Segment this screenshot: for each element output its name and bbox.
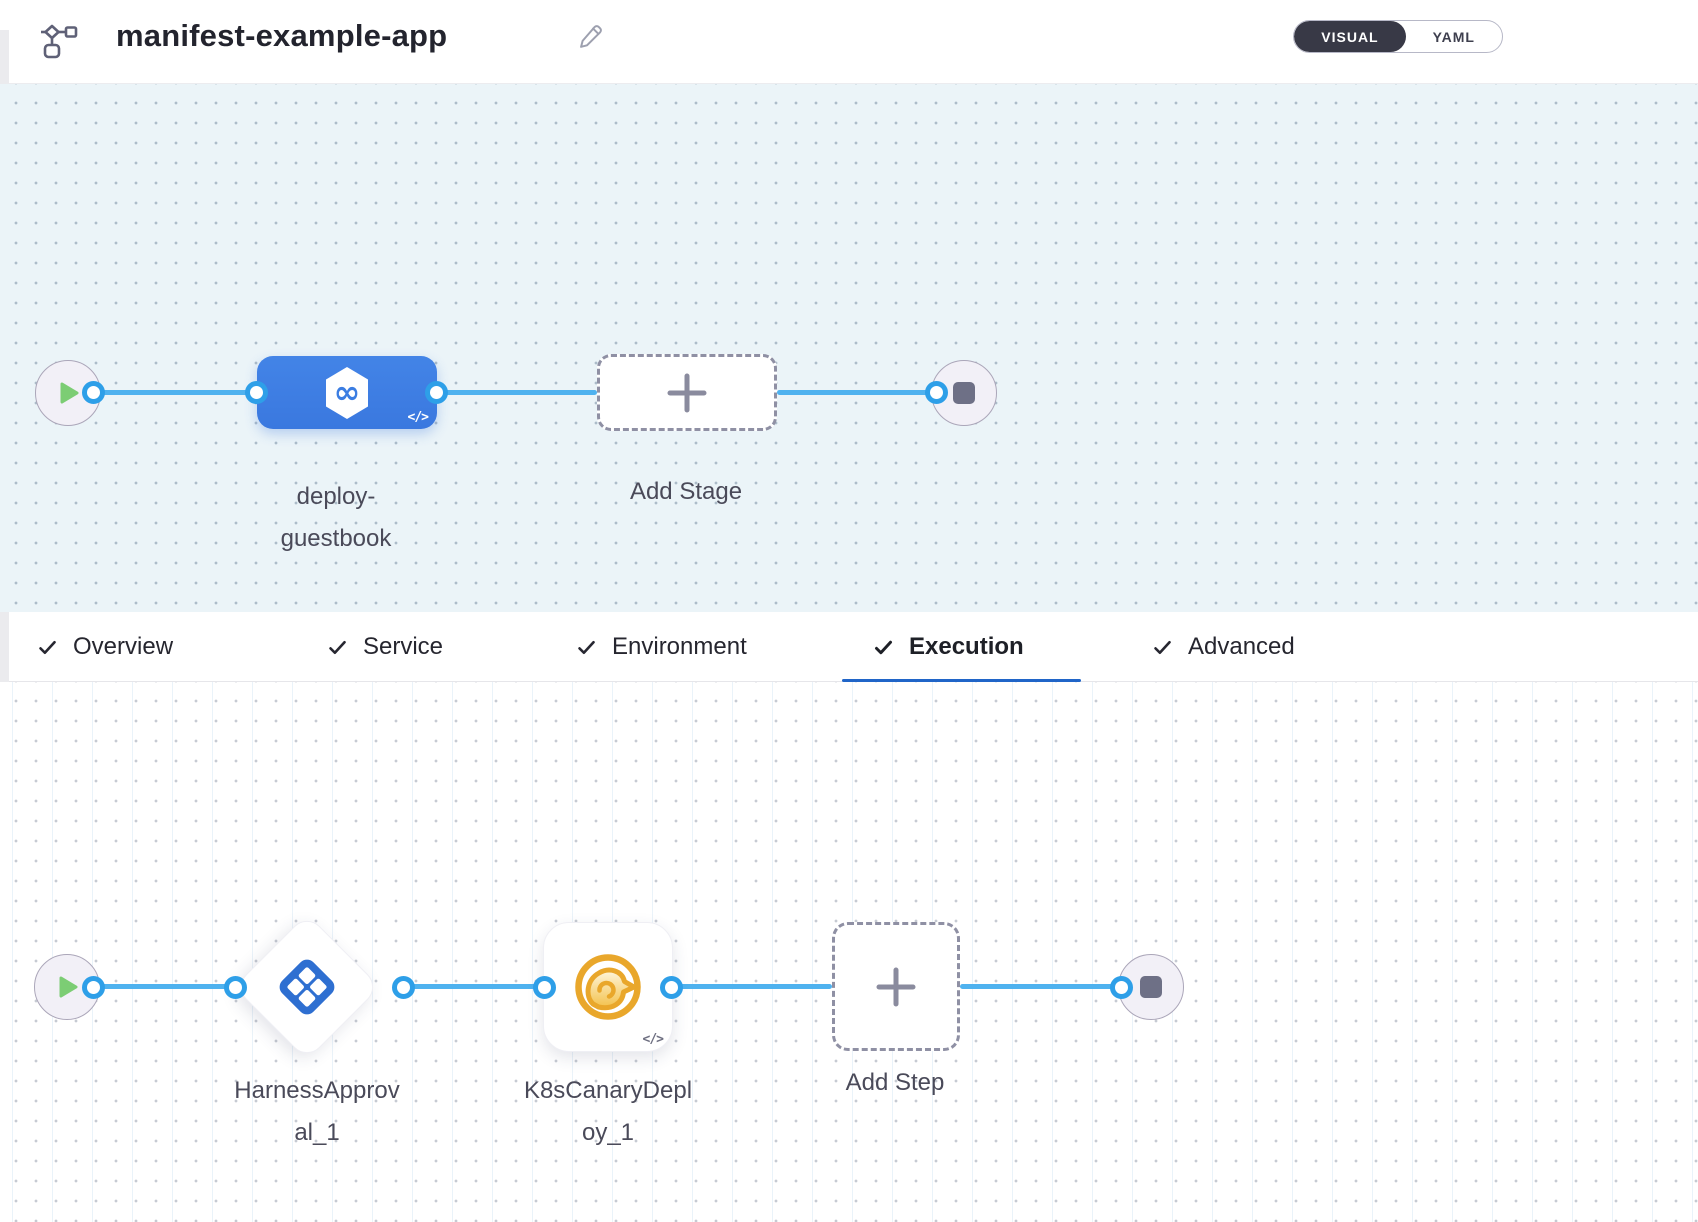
edit-pencil-icon[interactable] (577, 22, 605, 55)
connector-dot[interactable] (1110, 976, 1133, 999)
connector-dot[interactable] (660, 976, 683, 999)
execution-graph-canvas[interactable]: </> HarnessApprov al_1 K8sCanaryDepl oy_… (0, 682, 1698, 1222)
step-code-icon: </> (642, 1032, 665, 1047)
check-icon (1154, 640, 1171, 654)
canary-bird-icon (575, 954, 641, 1020)
connector-dot[interactable] (533, 976, 556, 999)
check-icon (39, 640, 56, 654)
add-step-button[interactable] (832, 922, 960, 1051)
visual-tab[interactable]: VISUAL (1294, 21, 1406, 52)
tab-service[interactable]: Service (326, 612, 443, 682)
active-tab-underline (842, 679, 1081, 682)
add-stage-label: Add Stage (629, 478, 743, 505)
header-bar: manifest-example-app VISUAL YAML (0, 0, 1698, 84)
connector-dot[interactable] (392, 976, 415, 999)
stage-node-deploy-guestbook[interactable]: ∞ </> (257, 356, 437, 429)
pipeline-icon (38, 22, 80, 65)
connector-dot[interactable] (425, 381, 448, 404)
play-icon (59, 976, 77, 998)
tab-overview[interactable]: Overview (36, 612, 173, 682)
edge-start-to-stage (93, 390, 257, 395)
connector-dot[interactable] (224, 976, 247, 999)
stage-code-icon: </> (407, 410, 430, 425)
connector-dot[interactable] (245, 381, 268, 404)
stage-config-tabbar: Overview Service Environment Execution A… (0, 612, 1698, 682)
left-edge-strip (0, 612, 9, 682)
check-icon (329, 640, 346, 654)
edge-canary-to-addstep (672, 984, 832, 989)
stop-icon (1140, 976, 1162, 998)
edge-addstage-to-end (777, 390, 937, 395)
connector-dot[interactable] (82, 976, 105, 999)
approval-step-label: HarnessApprov al_1 (234, 1077, 400, 1146)
add-stage-button[interactable] (597, 354, 777, 431)
add-step-label: Add Step (845, 1069, 945, 1096)
check-icon (875, 640, 892, 654)
connector-dot[interactable] (82, 381, 105, 404)
stage-node-label: deploy- guestbook (280, 483, 392, 552)
stop-icon (953, 382, 975, 404)
plus-icon (876, 967, 916, 1006)
stage-graph-canvas[interactable]: ∞ </> deploy- guestbook Add Stage (0, 84, 1698, 612)
step-node-k8s-canary-deploy[interactable]: </> (543, 922, 673, 1052)
edge-stage-to-addstage (437, 390, 597, 395)
plus-icon (667, 373, 707, 412)
canary-step-label: K8sCanaryDepl oy_1 (523, 1077, 693, 1146)
yaml-tab[interactable]: YAML (1432, 28, 1475, 45)
edge-start-to-approval (93, 984, 236, 989)
connector-dot[interactable] (925, 381, 948, 404)
tab-execution[interactable]: Execution (872, 612, 1024, 682)
edge-addstep-to-end (960, 984, 1122, 989)
tab-environment[interactable]: Environment (575, 612, 747, 682)
play-icon (60, 382, 78, 404)
edge-approval-to-canary (404, 984, 545, 989)
check-icon (578, 640, 595, 654)
step-node-harness-approval[interactable] (233, 913, 381, 1061)
page-title: manifest-example-app (116, 18, 448, 53)
left-edge-strip (0, 30, 9, 84)
tab-advanced[interactable]: Advanced (1151, 612, 1295, 682)
svg-text:∞: ∞ (334, 373, 361, 411)
view-mode-toggle: VISUAL YAML (1293, 20, 1503, 53)
deploy-hexagon-icon: ∞ (326, 366, 368, 419)
